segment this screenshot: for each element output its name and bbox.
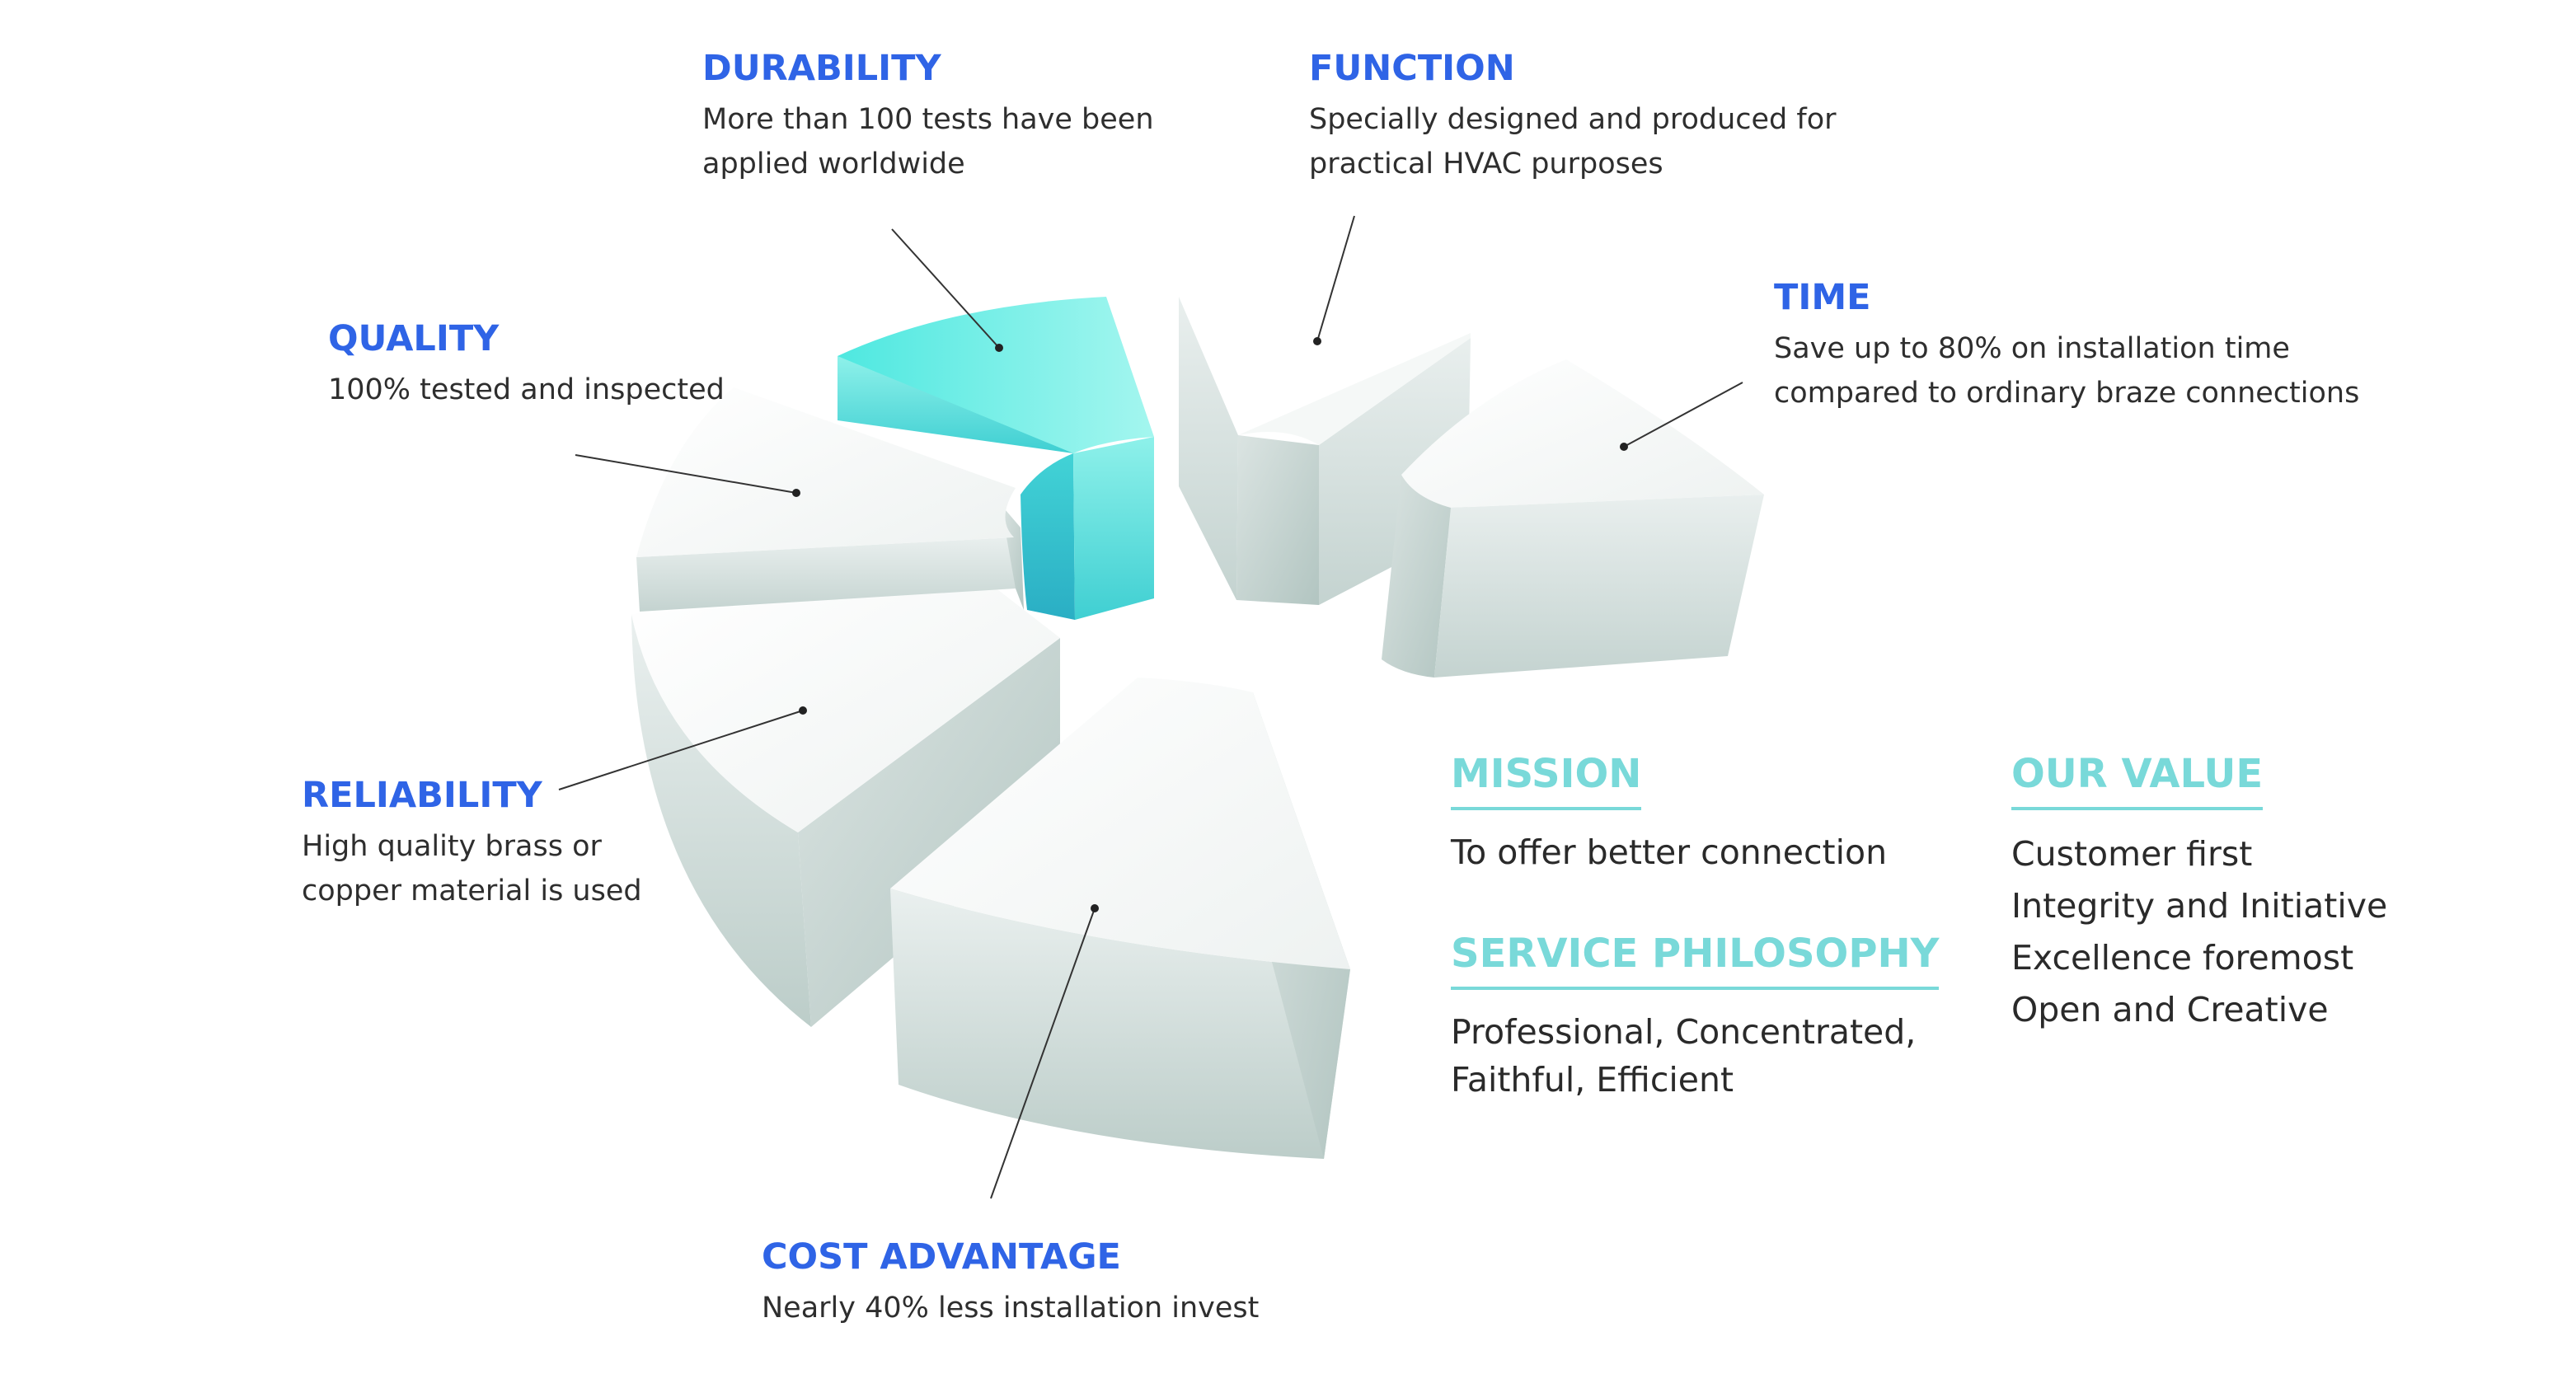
feature-title: QUALITY	[328, 318, 500, 359]
mission-text: To offer better connection	[1451, 832, 1888, 873]
segment-durability	[838, 297, 1154, 620]
value-item: Excellence foremost	[2011, 938, 2354, 978]
values-heading: OUR VALUE	[2011, 751, 2264, 811]
feature-cost: COST ADVANTAGE Nearly 40% less installat…	[762, 1236, 1438, 1330]
feature-description: 100% tested and inspected	[328, 373, 725, 406]
feature-quality: QUALITY 100% tested and inspected	[328, 318, 839, 412]
segment-cost	[890, 678, 1350, 1159]
feature-title: FUNCTION	[1309, 48, 1515, 89]
mission-block: MISSION To offer better connection	[1451, 751, 1945, 876]
feature-function: FUNCTION Specially designed and produced…	[1309, 48, 1853, 186]
segment-time	[1382, 359, 1764, 678]
leader-quality	[575, 454, 800, 497]
feature-reliability: RELIABILITY High quality brass or copper…	[302, 775, 689, 913]
service-text: Professional, Concentrated, Faithful, Ef…	[1451, 1012, 1917, 1100]
leader-reliability	[558, 706, 807, 790]
feature-time: TIME Save up to 80% on installation time…	[1774, 277, 2433, 415]
feature-description: Nearly 40% less installation invest	[762, 1291, 1260, 1325]
mission-heading: MISSION	[1451, 751, 1642, 811]
values-list: Customer first Integrity and Initiative …	[2011, 828, 2522, 1036]
service-heading: SERVICE PHILOSOPHY	[1451, 931, 1940, 991]
feature-title: DURABILITY	[702, 48, 941, 89]
value-item: Customer first	[2011, 834, 2253, 875]
values-block: OUR VALUE Customer first Integrity and I…	[2011, 751, 2522, 1036]
leader-time	[1620, 382, 1743, 451]
leader-durability	[891, 228, 1003, 352]
feature-description: Save up to 80% on installation time comp…	[1774, 331, 2360, 410]
value-item: Integrity and Initiative	[2011, 886, 2388, 926]
feature-title: RELIABILITY	[302, 775, 542, 816]
feature-description: Specially designed and produced for prac…	[1309, 102, 1837, 181]
segment-reliability	[631, 587, 1060, 1027]
segment-quality	[636, 387, 1024, 612]
leader-cost	[990, 904, 1099, 1199]
feature-description: High quality brass or copper material is…	[302, 829, 642, 907]
feature-durability: DURABILITY More than 100 tests have been…	[702, 48, 1230, 186]
service-block: SERVICE PHILOSOPHY Professional, Concent…	[1451, 931, 1945, 1104]
leader-function	[1313, 215, 1355, 345]
feature-title: TIME	[1774, 277, 1871, 318]
value-item: Open and Creative	[2011, 990, 2329, 1030]
feature-title: COST ADVANTAGE	[762, 1236, 1121, 1278]
feature-description: More than 100 tests have been applied wo…	[702, 102, 1154, 181]
